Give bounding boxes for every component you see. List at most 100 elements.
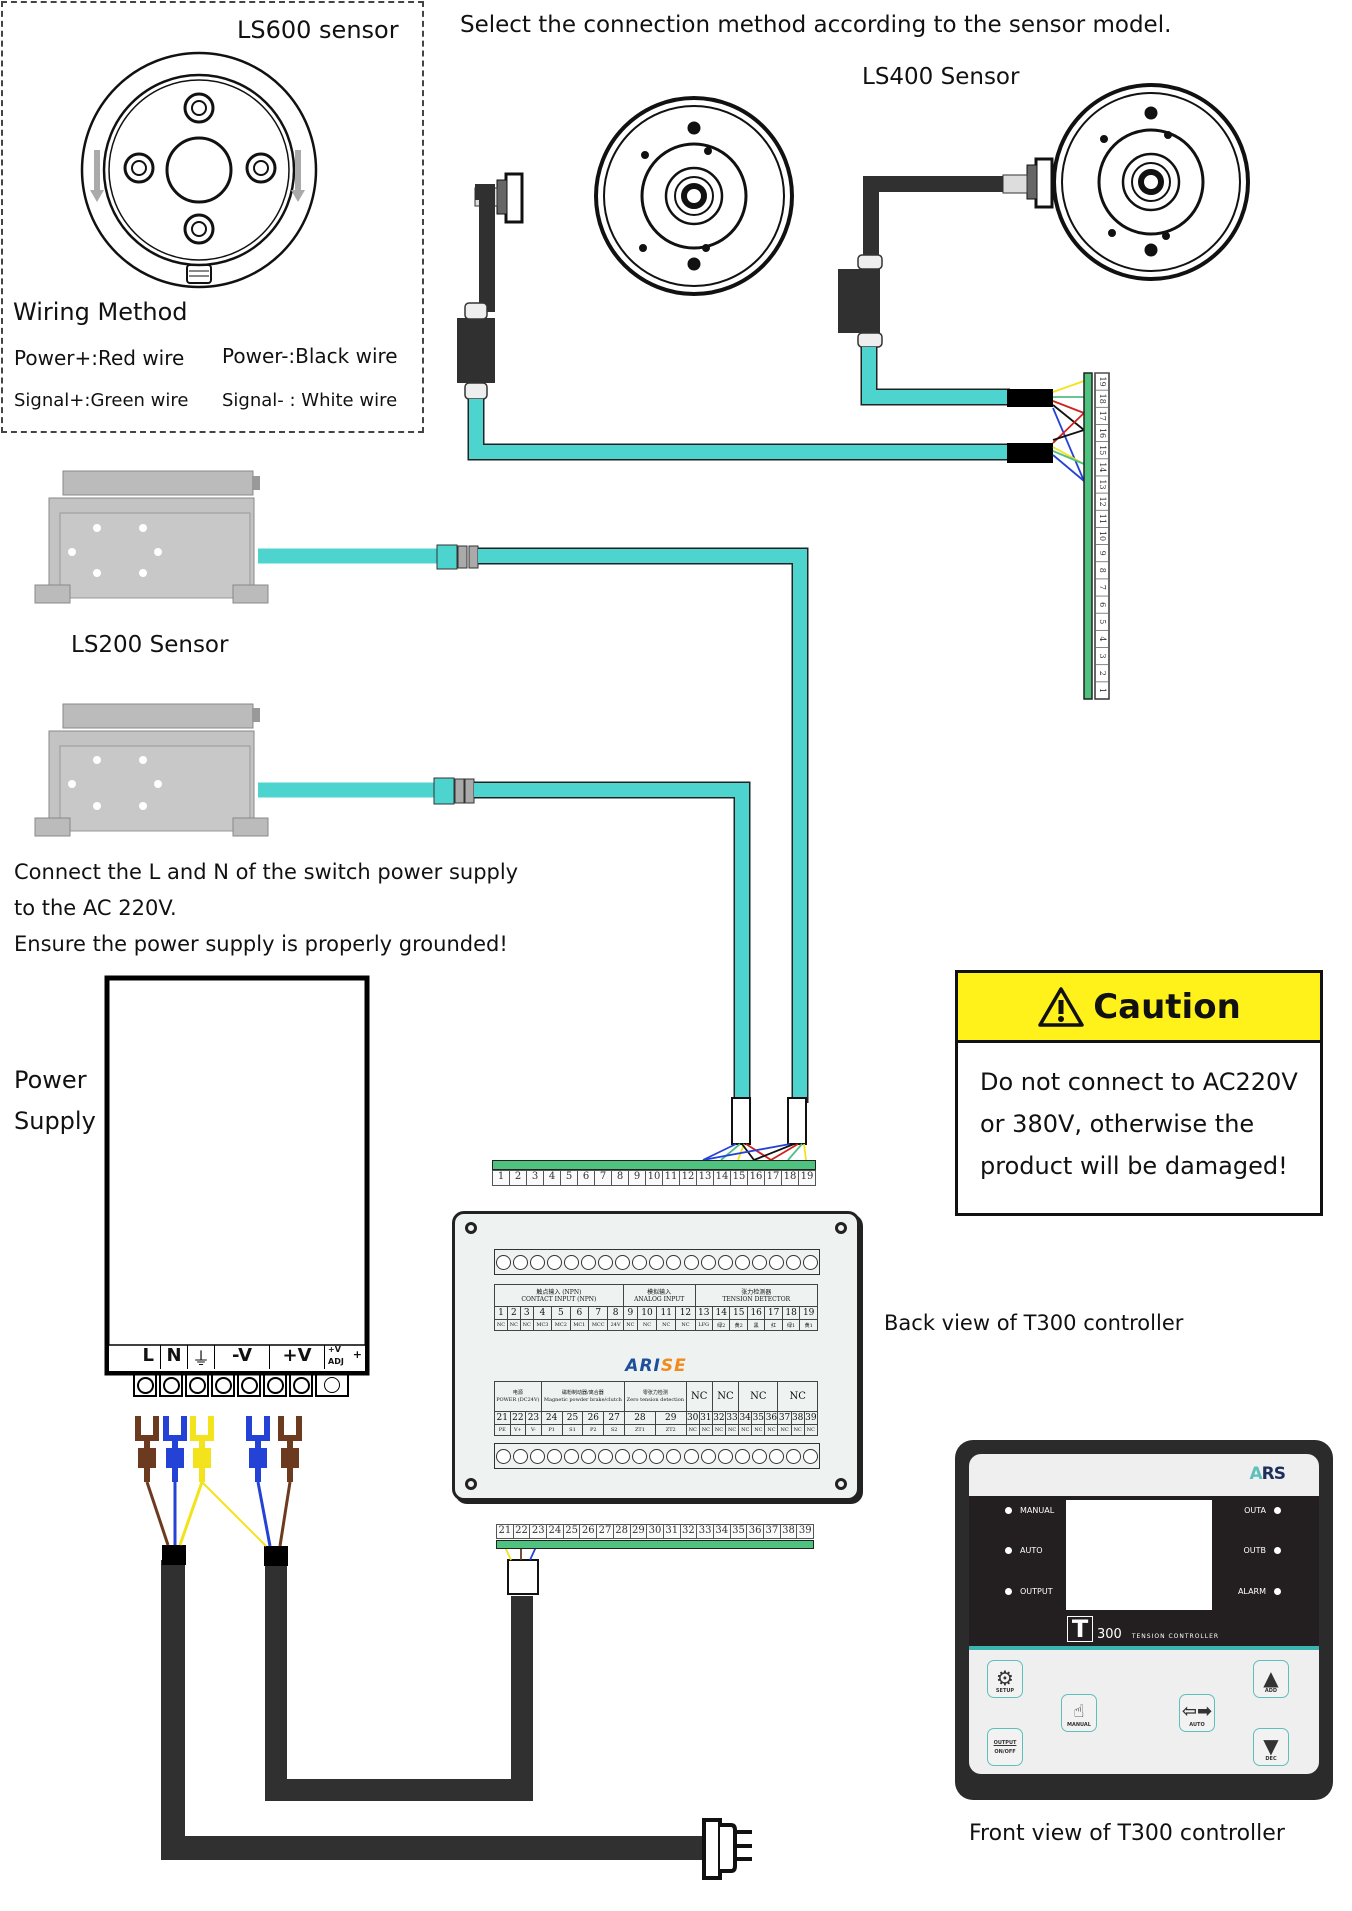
pin-signal: NC xyxy=(777,1424,792,1436)
led-auto: AUTO xyxy=(1005,1546,1043,1555)
screw-hole xyxy=(632,1448,648,1464)
ls400-b-plug xyxy=(1007,389,1053,407)
wire-signal-minus: Signal- : White wire xyxy=(222,390,398,411)
ars-logo: ARS xyxy=(1249,1464,1286,1484)
pin-signal: NC xyxy=(764,1424,779,1436)
ls400-title: LS400 Sensor xyxy=(862,64,1020,90)
pin-number: 25 xyxy=(561,1411,584,1425)
wire-signal-plus: Signal+:Green wire xyxy=(14,390,189,411)
pin-signal: NC xyxy=(636,1319,658,1331)
pin-number: 29 xyxy=(654,1411,687,1425)
terminal-number: 33 xyxy=(697,1524,714,1539)
power-supply-lugs xyxy=(135,1416,302,1547)
dec-button[interactable]: ▼DEC xyxy=(1253,1728,1289,1766)
screw-terminal xyxy=(289,1373,313,1397)
screw-hole xyxy=(802,1254,818,1270)
group-nc: NC xyxy=(738,1381,779,1412)
pin-signal: NC xyxy=(656,1319,677,1331)
pin-signal: MC1 xyxy=(569,1319,590,1331)
pin-signal: NC xyxy=(675,1319,696,1331)
down-arrow-icon: ▼ xyxy=(1263,1734,1279,1758)
pin-signal: LFG xyxy=(694,1319,714,1331)
terminal-number: 5 xyxy=(1098,619,1107,624)
screw-hole xyxy=(649,1254,665,1270)
pin-number: 3 xyxy=(519,1306,534,1320)
ls400-b-teal-cable xyxy=(860,347,1010,406)
pin-signal: NC xyxy=(519,1319,534,1331)
ls400-sensor-a xyxy=(474,96,794,296)
manual-button[interactable]: ☝MANUAL xyxy=(1061,1694,1097,1732)
pin-number: 26 xyxy=(582,1411,605,1425)
terminal-number: 16 xyxy=(1098,428,1107,438)
gear-icon: ⚙ xyxy=(996,1666,1014,1690)
led-outb: OUTB xyxy=(1243,1546,1281,1555)
screw-hole xyxy=(751,1448,767,1464)
pin-signal: PE xyxy=(494,1424,511,1436)
mount-hole xyxy=(835,1478,847,1490)
power-cable-long xyxy=(161,1560,704,1860)
screw-terminal xyxy=(133,1373,157,1397)
terminal-number: 27 xyxy=(597,1524,614,1539)
screw-hole xyxy=(547,1254,563,1270)
bolt-bottom xyxy=(183,213,215,245)
pin-signal: ZT1 xyxy=(624,1424,656,1436)
caution-line: Do not connect to AC220V xyxy=(980,1068,1298,1096)
ferrule-right xyxy=(264,1546,288,1566)
pin-number: 35 xyxy=(751,1411,766,1425)
pin-number: 14 xyxy=(712,1306,731,1320)
terminal-minus-v: -V xyxy=(215,1345,270,1369)
screw-hole xyxy=(717,1448,733,1464)
terminal-number: 15 xyxy=(1098,445,1107,455)
terminal-number: 38 xyxy=(780,1524,798,1539)
terminal-number: 35 xyxy=(730,1524,748,1539)
auto-button[interactable]: ⇦➡AUTO xyxy=(1179,1694,1215,1732)
pin-number: 22 xyxy=(509,1411,527,1425)
terminal-number: 8 xyxy=(1098,568,1107,573)
screw-hole xyxy=(615,1448,631,1464)
up-arrow-icon: ▲ xyxy=(1263,1666,1279,1690)
pin-number: 17 xyxy=(764,1306,783,1320)
power-supply-screws xyxy=(133,1373,349,1397)
lug-brown-plus-v xyxy=(278,1416,302,1482)
pin-signal: 黄1 xyxy=(799,1319,818,1331)
screw-hole xyxy=(768,1254,784,1270)
ls400-a-splitter xyxy=(457,318,495,383)
lug-blue-n xyxy=(163,1416,187,1482)
terminal-number: 37 xyxy=(764,1524,781,1539)
mount-hole xyxy=(465,1222,477,1234)
screw-hole xyxy=(683,1254,699,1270)
add-button[interactable]: ▲ADD xyxy=(1253,1660,1289,1698)
screw-row-lower xyxy=(494,1443,820,1469)
caution-line: product will be damaged! xyxy=(980,1152,1288,1180)
ls400-b-gland-top xyxy=(857,254,883,270)
terminal-number: 2 xyxy=(1098,671,1107,676)
terminal-number: 23 xyxy=(530,1524,548,1539)
caution-box: Caution Do not connect to AC220V or 380V… xyxy=(955,970,1323,1216)
led-output: OUTPUT xyxy=(1005,1587,1053,1596)
screw-hole xyxy=(666,1448,682,1464)
pin-signal: NC xyxy=(494,1319,508,1331)
power-note-line3: Ensure the power supply is properly grou… xyxy=(14,932,508,956)
terminal-number: 2 xyxy=(510,1170,527,1186)
terminal-number: 18 xyxy=(782,1170,799,1186)
bolt-right xyxy=(245,152,277,184)
screw-hole xyxy=(564,1448,580,1464)
all-cables xyxy=(161,176,1053,1880)
screw-hole xyxy=(513,1448,529,1464)
screw-hole xyxy=(530,1448,546,1464)
terminal-number: 24 xyxy=(547,1524,564,1539)
bolt-top xyxy=(183,92,215,124)
pin-signal: 红 xyxy=(764,1319,783,1331)
pin-number: 9 xyxy=(622,1306,638,1320)
bolt-left xyxy=(123,152,155,184)
adj-potentiometer[interactable] xyxy=(315,1373,349,1397)
front-face: ARS MANUAL AUTO OUTPUT OUTA OUTB ALARM T… xyxy=(969,1454,1319,1774)
pin-number: 2 xyxy=(506,1306,521,1320)
terminal-number: 4 xyxy=(544,1170,561,1186)
pin-number: 24 xyxy=(540,1411,563,1425)
setup-button[interactable]: ⚙SETUP xyxy=(987,1660,1023,1698)
